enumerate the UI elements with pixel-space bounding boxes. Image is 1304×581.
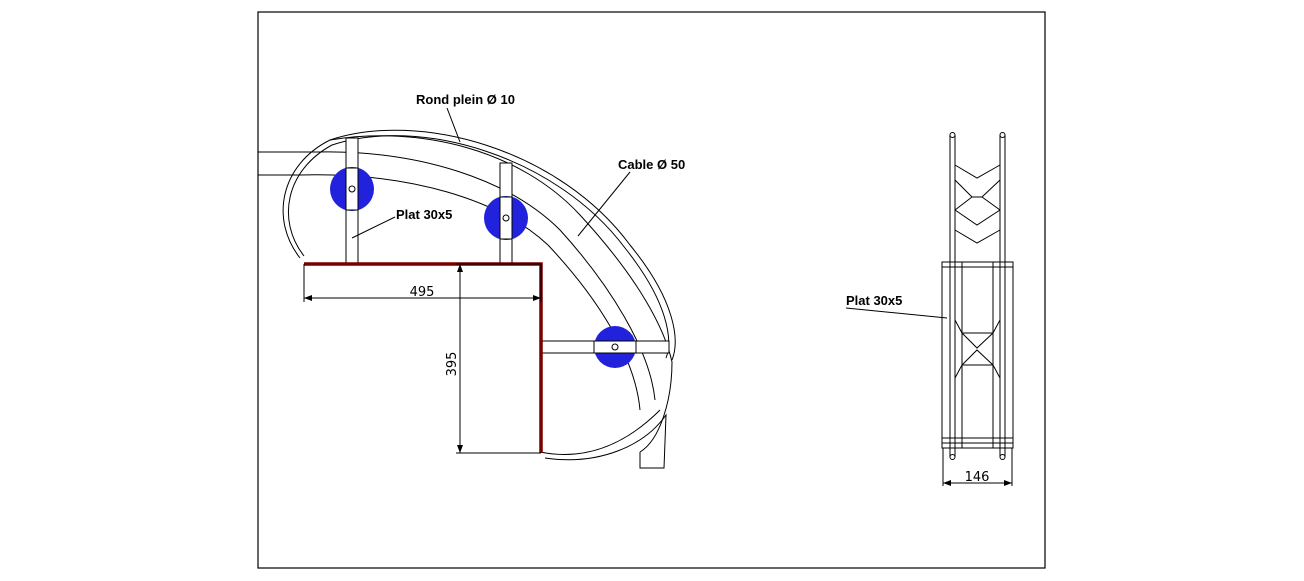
leader-cable: [577, 171, 631, 237]
leader-plat-right: [845, 307, 948, 319]
side-rod-left: [949, 134, 956, 458]
drawing-frame: [257, 11, 1046, 569]
outer-round-bar: [282, 129, 676, 361]
label-rond-plein: Rond plein Ø 10: [416, 92, 515, 107]
side-rod-right: [999, 134, 1006, 458]
dim-395-label: 395: [445, 352, 460, 377]
side-view: 146 Plat 30x5: [845, 132, 1014, 486]
dim-146-label: 146: [965, 470, 990, 485]
leader-plat-left: [351, 216, 396, 239]
label-cable: Cable Ø 50: [618, 157, 685, 172]
side-frame: [941, 261, 1014, 449]
label-plat-right: Plat 30x5: [846, 293, 902, 308]
dim-495-label: 495: [410, 285, 435, 300]
pulley-3: [593, 326, 637, 368]
plan-view: 495 395 Rond plein Ø 10 Cable Ø 50 Plat …: [258, 92, 685, 469]
label-plat-left: Plat 30x5: [396, 207, 452, 222]
pulley-1: [330, 167, 374, 211]
leader-rond-plein: [446, 107, 461, 143]
pulley-2: [484, 196, 528, 240]
